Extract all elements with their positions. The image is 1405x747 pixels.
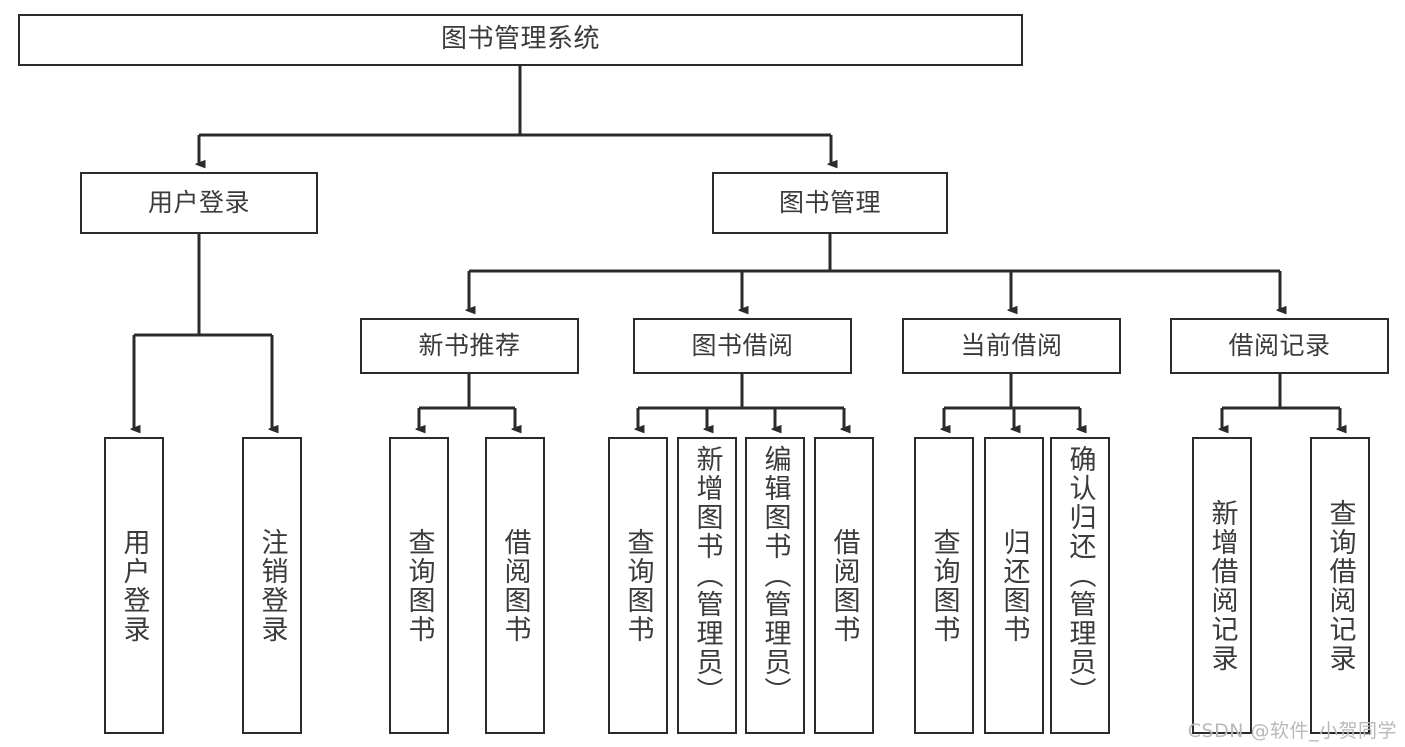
node-leaf-query-books-current-label: 查询图书 xyxy=(928,527,960,644)
node-user-login[interactable]: 用户登录 xyxy=(80,172,318,234)
node-leaf-add-book-admin[interactable]: 新增图书（管理员） xyxy=(677,437,737,734)
node-leaf-query-books-current[interactable]: 查询图书 xyxy=(914,437,974,734)
node-new-book-recommend[interactable]: 新书推荐 xyxy=(360,318,579,374)
node-user-login-label: 用户登录 xyxy=(147,187,250,217)
node-leaf-confirm-return-admin-label: 确认归还（管理员） xyxy=(1064,445,1096,706)
node-root-label: 图书管理系统 xyxy=(440,24,600,55)
node-leaf-query-books-borrow-label: 查询图书 xyxy=(622,527,654,644)
node-leaf-borrow-books[interactable]: 借阅图书 xyxy=(814,437,874,734)
node-book-management[interactable]: 图书管理 xyxy=(712,172,948,234)
node-current-borrow-label: 当前借阅 xyxy=(960,330,1063,360)
node-root[interactable]: 图书管理系统 xyxy=(18,14,1023,66)
node-leaf-borrow-books-label: 借阅图书 xyxy=(828,527,860,644)
node-leaf-confirm-return-admin[interactable]: 确认归还（管理员） xyxy=(1050,437,1110,734)
node-leaf-edit-book-admin-label: 编辑图书（管理员） xyxy=(759,445,791,706)
node-borrow-records-label: 借阅记录 xyxy=(1228,330,1331,360)
node-book-borrow[interactable]: 图书借阅 xyxy=(633,318,852,374)
node-leaf-add-book-admin-label: 新增图书（管理员） xyxy=(691,445,723,706)
node-leaf-add-borrow-record-label: 新增借阅记录 xyxy=(1206,498,1238,673)
node-leaf-query-books-recommend[interactable]: 查询图书 xyxy=(389,437,449,734)
node-leaf-return-books[interactable]: 归还图书 xyxy=(984,437,1044,734)
node-current-borrow[interactable]: 当前借阅 xyxy=(902,318,1121,374)
node-leaf-return-books-label: 归还图书 xyxy=(998,527,1030,644)
node-leaf-query-books-recommend-label: 查询图书 xyxy=(403,527,435,644)
node-borrow-records[interactable]: 借阅记录 xyxy=(1170,318,1389,374)
node-leaf-borrow-books-recommend[interactable]: 借阅图书 xyxy=(485,437,545,734)
node-leaf-logout-login-label: 注销登录 xyxy=(256,527,288,644)
node-book-borrow-label: 图书借阅 xyxy=(691,330,794,360)
node-leaf-query-borrow-record-label: 查询借阅记录 xyxy=(1324,498,1356,673)
node-leaf-user-login[interactable]: 用户登录 xyxy=(104,437,164,734)
node-leaf-add-borrow-record[interactable]: 新增借阅记录 xyxy=(1192,437,1252,734)
node-new-book-recommend-label: 新书推荐 xyxy=(418,330,521,360)
node-leaf-query-borrow-record[interactable]: 查询借阅记录 xyxy=(1310,437,1370,734)
node-book-management-label: 图书管理 xyxy=(778,187,881,217)
node-leaf-edit-book-admin[interactable]: 编辑图书（管理员） xyxy=(745,437,805,734)
node-leaf-user-login-label: 用户登录 xyxy=(118,527,150,644)
node-leaf-query-books-borrow[interactable]: 查询图书 xyxy=(608,437,668,734)
node-leaf-borrow-books-recommend-label: 借阅图书 xyxy=(499,527,531,644)
node-leaf-logout-login[interactable]: 注销登录 xyxy=(242,437,302,734)
csdn-watermark: CSDN @软件_小贺同学 xyxy=(1187,720,1397,742)
